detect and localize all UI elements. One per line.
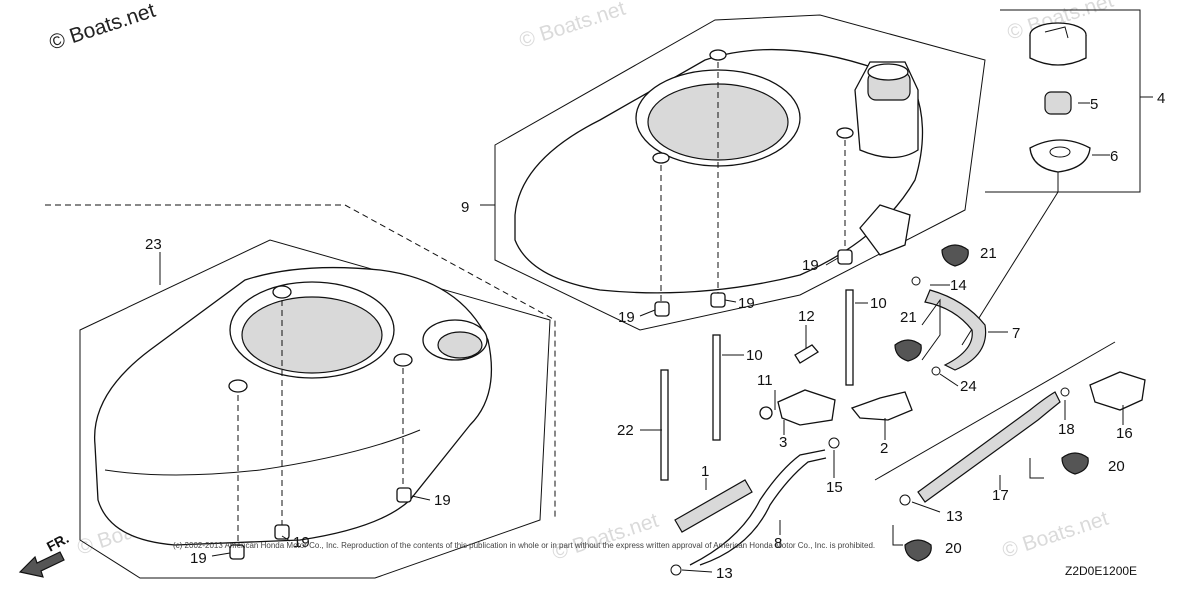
callout-19-bottom-center: 19 [293,534,310,551]
callout-19-right-cover: 19 [434,492,451,509]
watermark-bottom-right: © Boats.net [999,507,1111,563]
callout-1: 1 [701,463,709,480]
callout-5: 5 [1090,96,1098,113]
callout-labels: 23 9 4 5 6 21 19 14 10 19 19 12 21 7 10 … [145,90,1165,582]
callout-4: 4 [1157,90,1165,107]
front-indicator: FR. [18,530,71,578]
diagram-code: Z2D0E1200E [1065,564,1137,578]
copyright-notice: (c) 2002-2013 American Honda Motor Co., … [173,541,875,550]
callout-8: 8 [774,535,782,552]
callout-15: 15 [826,479,843,496]
callout-2: 2 [880,440,888,457]
callout-9: 9 [461,199,469,216]
callout-24: 24 [960,378,977,395]
callout-13-bottom: 13 [716,565,733,582]
callout-19-bottom-left: 19 [190,550,207,567]
callout-13-right: 13 [946,508,963,525]
collar-parts [229,249,853,560]
callout-19-center: 19 [738,295,755,312]
watermark-top-center: © Boats.net [516,0,628,53]
callout-21-mid: 21 [900,309,917,326]
stud-bolts [660,289,854,481]
callout-23: 23 [145,236,162,253]
callout-16: 16 [1116,425,1133,442]
watermark-main: © Boats.net [46,0,158,55]
front-label: FR. [44,530,71,555]
callout-18: 18 [1058,421,1075,438]
callout-11: 11 [757,372,773,389]
fan-cover-left [45,204,556,579]
front-arrow-icon [18,551,65,578]
callout-10-right: 10 [870,295,887,312]
callout-7: 7 [1012,325,1020,342]
callout-14: 14 [950,277,967,294]
fuel-line-parts [670,244,1146,576]
fan-cover-top [480,14,986,331]
callout-12: 12 [798,308,815,325]
watermark-bottom-center: © Boats.net [549,509,661,565]
callout-22: 22 [617,422,634,439]
callout-20-right: 20 [1108,458,1125,475]
fuel-cap-group [961,9,1153,346]
callout-3: 3 [779,434,787,451]
leader-lines [159,102,1124,573]
callout-10-left: 10 [746,347,763,364]
callout-6: 6 [1110,148,1118,165]
callout-17: 17 [992,487,1009,504]
callout-19-top-right: 19 [802,257,819,274]
callout-20-bottom: 20 [945,540,962,557]
callout-21-top: 21 [980,245,997,262]
callout-19-left: 19 [618,309,635,326]
